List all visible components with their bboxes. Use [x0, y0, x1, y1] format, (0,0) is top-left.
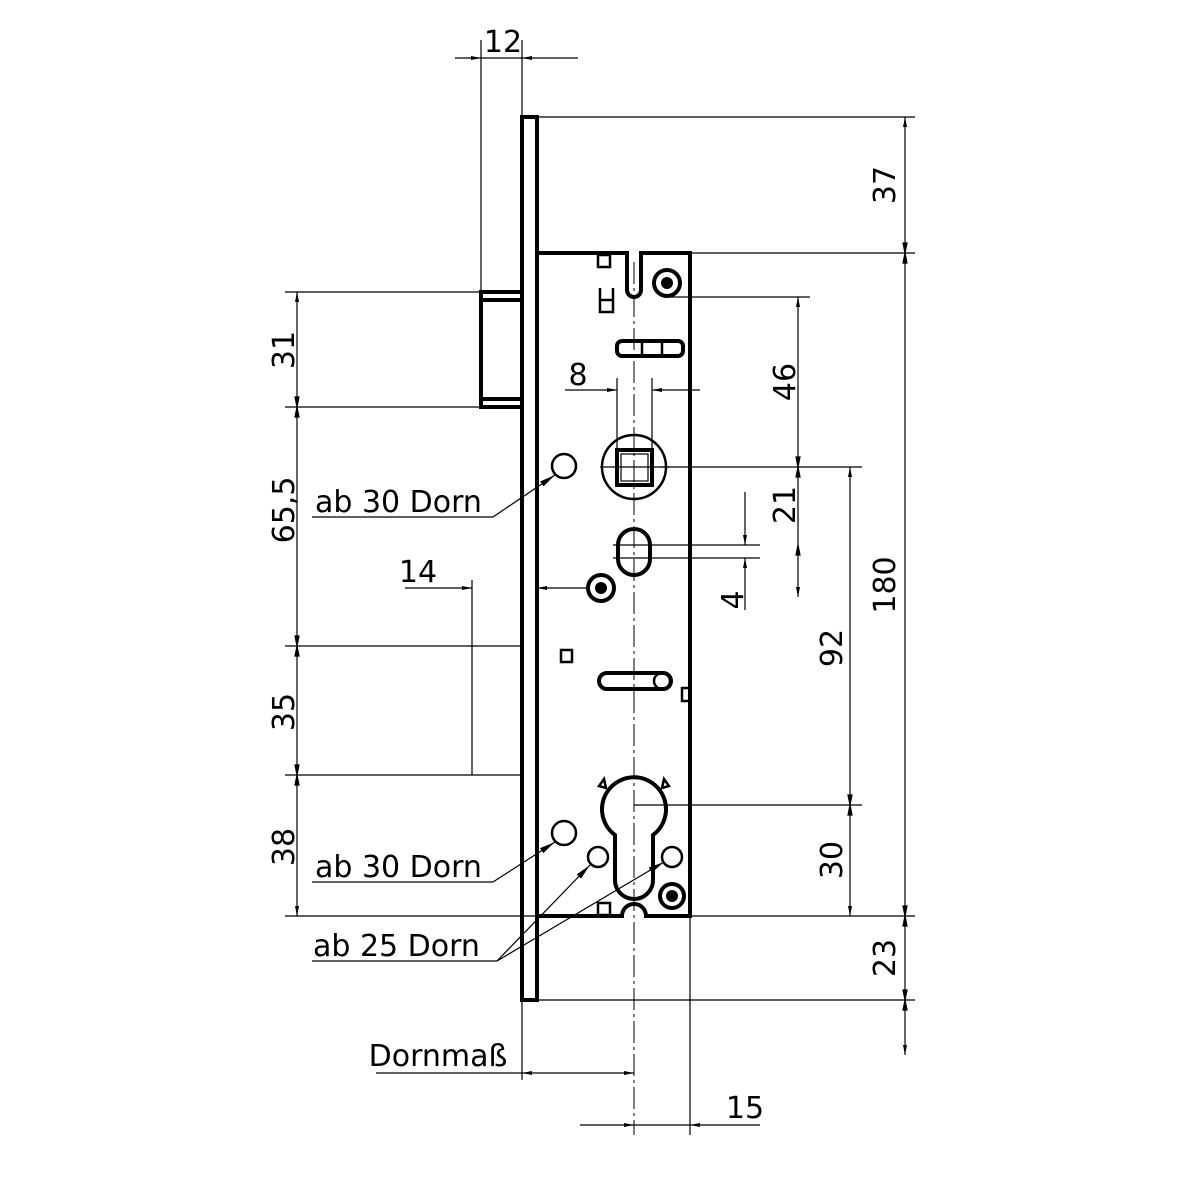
side-notch [680, 686, 692, 703]
dim-backset: Dornmaß [369, 1039, 508, 1074]
screw-top [652, 268, 682, 298]
dim-37: 37 [868, 166, 903, 204]
dim-38: 38 [267, 828, 302, 866]
screw-bottom [658, 882, 686, 910]
dim-15: 15 [726, 1091, 764, 1126]
dim-23: 23 [868, 939, 903, 977]
note-lower-hole: ab 30 Dorn [315, 850, 482, 885]
dim-180: 180 [868, 556, 903, 613]
dimension-lines [294, 56, 908, 1127]
dim-92: 92 [815, 629, 850, 667]
lock-body [537, 251, 692, 918]
hole-small-right [660, 845, 684, 869]
hole-lower [550, 819, 578, 847]
cylinder-lugs [596, 775, 672, 790]
dim-46: 46 [768, 363, 803, 401]
screw-middle [586, 573, 616, 603]
dim-8: 8 [568, 358, 587, 393]
dim-30: 30 [815, 841, 850, 879]
dim-14: 14 [399, 555, 437, 590]
latch-bolt [479, 290, 524, 409]
leader-lines [312, 474, 665, 962]
hole-upper [550, 452, 578, 480]
body-clip [598, 288, 615, 314]
dim-21: 21 [768, 486, 803, 524]
bottom-notch [596, 901, 612, 917]
cylinder-cutout [600, 775, 668, 901]
dim-31: 31 [267, 331, 302, 369]
bar-slot [615, 339, 685, 358]
extension-lines [285, 40, 915, 1135]
small-notch [559, 648, 574, 664]
hole-small-left [586, 845, 610, 869]
note-small-holes: ab 25 Dorn [313, 929, 480, 964]
dim-12: 12 [484, 25, 522, 60]
note-upper-hole: ab 30 Dorn [315, 485, 482, 520]
body-notch [596, 253, 612, 269]
dim-65-5: 65,5 [267, 477, 302, 544]
dim-4: 4 [716, 590, 751, 609]
dim-35: 35 [267, 693, 302, 731]
faceplate [520, 115, 539, 1002]
centerlines [600, 262, 760, 1135]
lever-slot [597, 671, 673, 691]
lever-pin [652, 671, 672, 691]
